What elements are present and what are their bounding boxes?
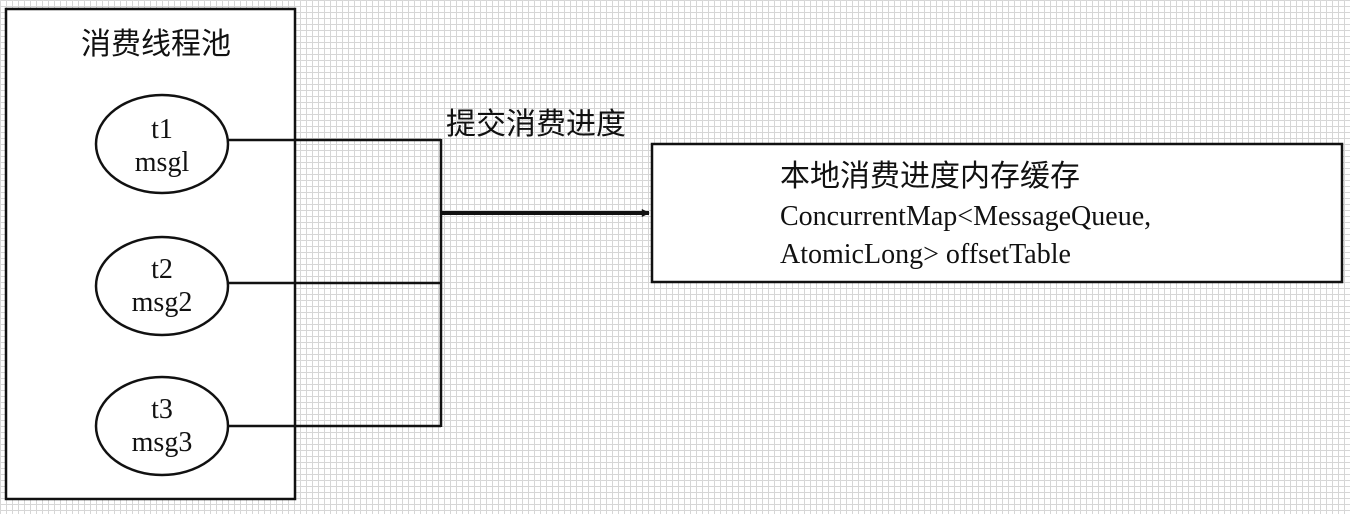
- thread-ellipse: [94, 235, 230, 337]
- submit-progress-label: 提交消费进度: [446, 107, 626, 142]
- thread-message: msg3: [132, 427, 193, 458]
- offset-cache-type-line1: ConcurrentMap<MessageQueue,: [780, 201, 1151, 232]
- thread-node-t2: t2 msg2: [94, 235, 230, 337]
- connector-lines: [228, 138, 443, 428]
- thread-message: msgl: [135, 147, 190, 178]
- thread-node-t1: t1 msgl: [94, 93, 230, 195]
- thread-name: t1: [151, 114, 173, 145]
- thread-message: msg2: [132, 287, 193, 318]
- thread-ellipse: [94, 93, 230, 195]
- thread-name: t3: [151, 394, 173, 425]
- thread-ellipse: [94, 375, 230, 477]
- thread-name: t2: [151, 254, 173, 285]
- offset-cache-box: [650, 142, 1344, 284]
- offset-cache-title: 本地消费进度内存缓存: [780, 159, 1080, 194]
- thread-node-t3: t3 msg3: [94, 375, 230, 477]
- thread-pool-title: 消费线程池: [81, 27, 231, 62]
- offset-cache-type-line2: AtomicLong> offsetTable: [780, 239, 1071, 270]
